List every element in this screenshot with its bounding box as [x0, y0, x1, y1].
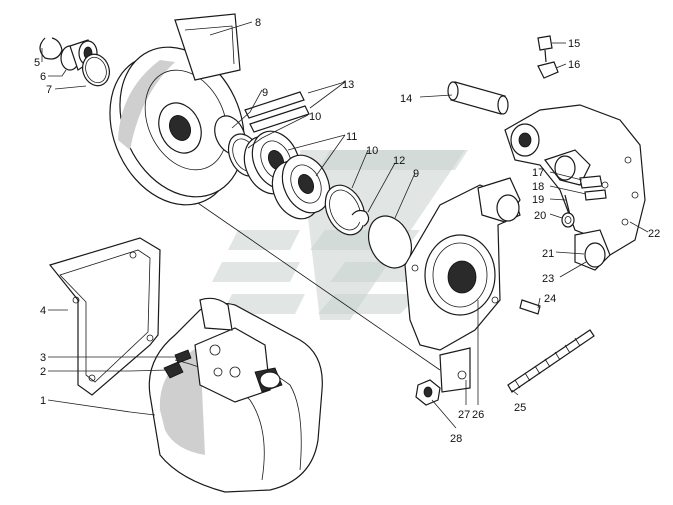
callout-18: 18	[532, 181, 544, 193]
callout-8: 8	[255, 17, 261, 29]
callout-15: 15	[568, 38, 580, 50]
pulley	[109, 13, 245, 206]
retaining-ring-9b	[367, 215, 413, 269]
pivot-pin	[447, 81, 509, 115]
gearbox-housing	[148, 297, 323, 493]
callout-13: 13	[342, 79, 354, 91]
adjusting-screw-rod	[507, 329, 595, 393]
callout-24: 24	[544, 293, 556, 305]
callout-16: 16	[568, 59, 580, 71]
callout-12: 12	[393, 155, 405, 167]
o-ring-small	[82, 53, 110, 87]
callout-4: 4	[40, 305, 46, 317]
tensioner-lever	[504, 104, 646, 271]
callout-5: 5	[34, 57, 40, 69]
callout-11: 11	[346, 131, 357, 143]
callout-25: 25	[514, 402, 526, 414]
bearing-rear	[271, 154, 331, 220]
callout-23: 23	[542, 273, 554, 285]
stud-24	[519, 299, 541, 315]
callout-10-upper: 10	[309, 111, 321, 123]
callout-19: 19	[532, 194, 544, 206]
mounting-bracket	[404, 177, 521, 393]
callout-9-lower: 9	[413, 168, 419, 180]
callout-27: 27	[458, 409, 470, 421]
callout-2: 2	[40, 366, 46, 378]
washer-20	[561, 212, 575, 228]
callout-28: 28	[450, 433, 462, 445]
pin-19	[564, 194, 571, 216]
drain-plug	[163, 361, 184, 379]
seal-ring-10b	[324, 184, 366, 236]
callout-26: 26	[472, 409, 484, 421]
callout-1: 1	[40, 395, 46, 407]
callout-17: 17	[532, 167, 544, 179]
shaft-keys	[244, 91, 310, 133]
callout-3: 3	[40, 352, 46, 364]
callout-14: 14	[400, 93, 412, 105]
callout-numbers: 1 2 3 4 5 6 7 8 9 9 10 10 11 12 13 14 15…	[34, 17, 660, 445]
bolt-18	[584, 189, 607, 201]
callout-6: 6	[40, 71, 46, 83]
callout-9-upper: 9	[262, 87, 268, 99]
callout-21: 21	[542, 248, 554, 260]
leader-lines	[41, 21, 649, 429]
callout-22: 22	[648, 228, 660, 240]
callout-20: 20	[534, 210, 546, 222]
hex-bolt	[537, 35, 553, 63]
set-screw-17	[579, 175, 603, 189]
callout-7: 7	[46, 84, 52, 96]
lock-washer	[537, 61, 559, 79]
snap-ring	[351, 209, 370, 227]
hex-nut	[415, 379, 441, 406]
plug-screw	[174, 349, 192, 364]
retaining-ring-small	[39, 37, 63, 60]
callout-10-lower: 10	[366, 145, 378, 157]
gasket	[48, 237, 161, 396]
